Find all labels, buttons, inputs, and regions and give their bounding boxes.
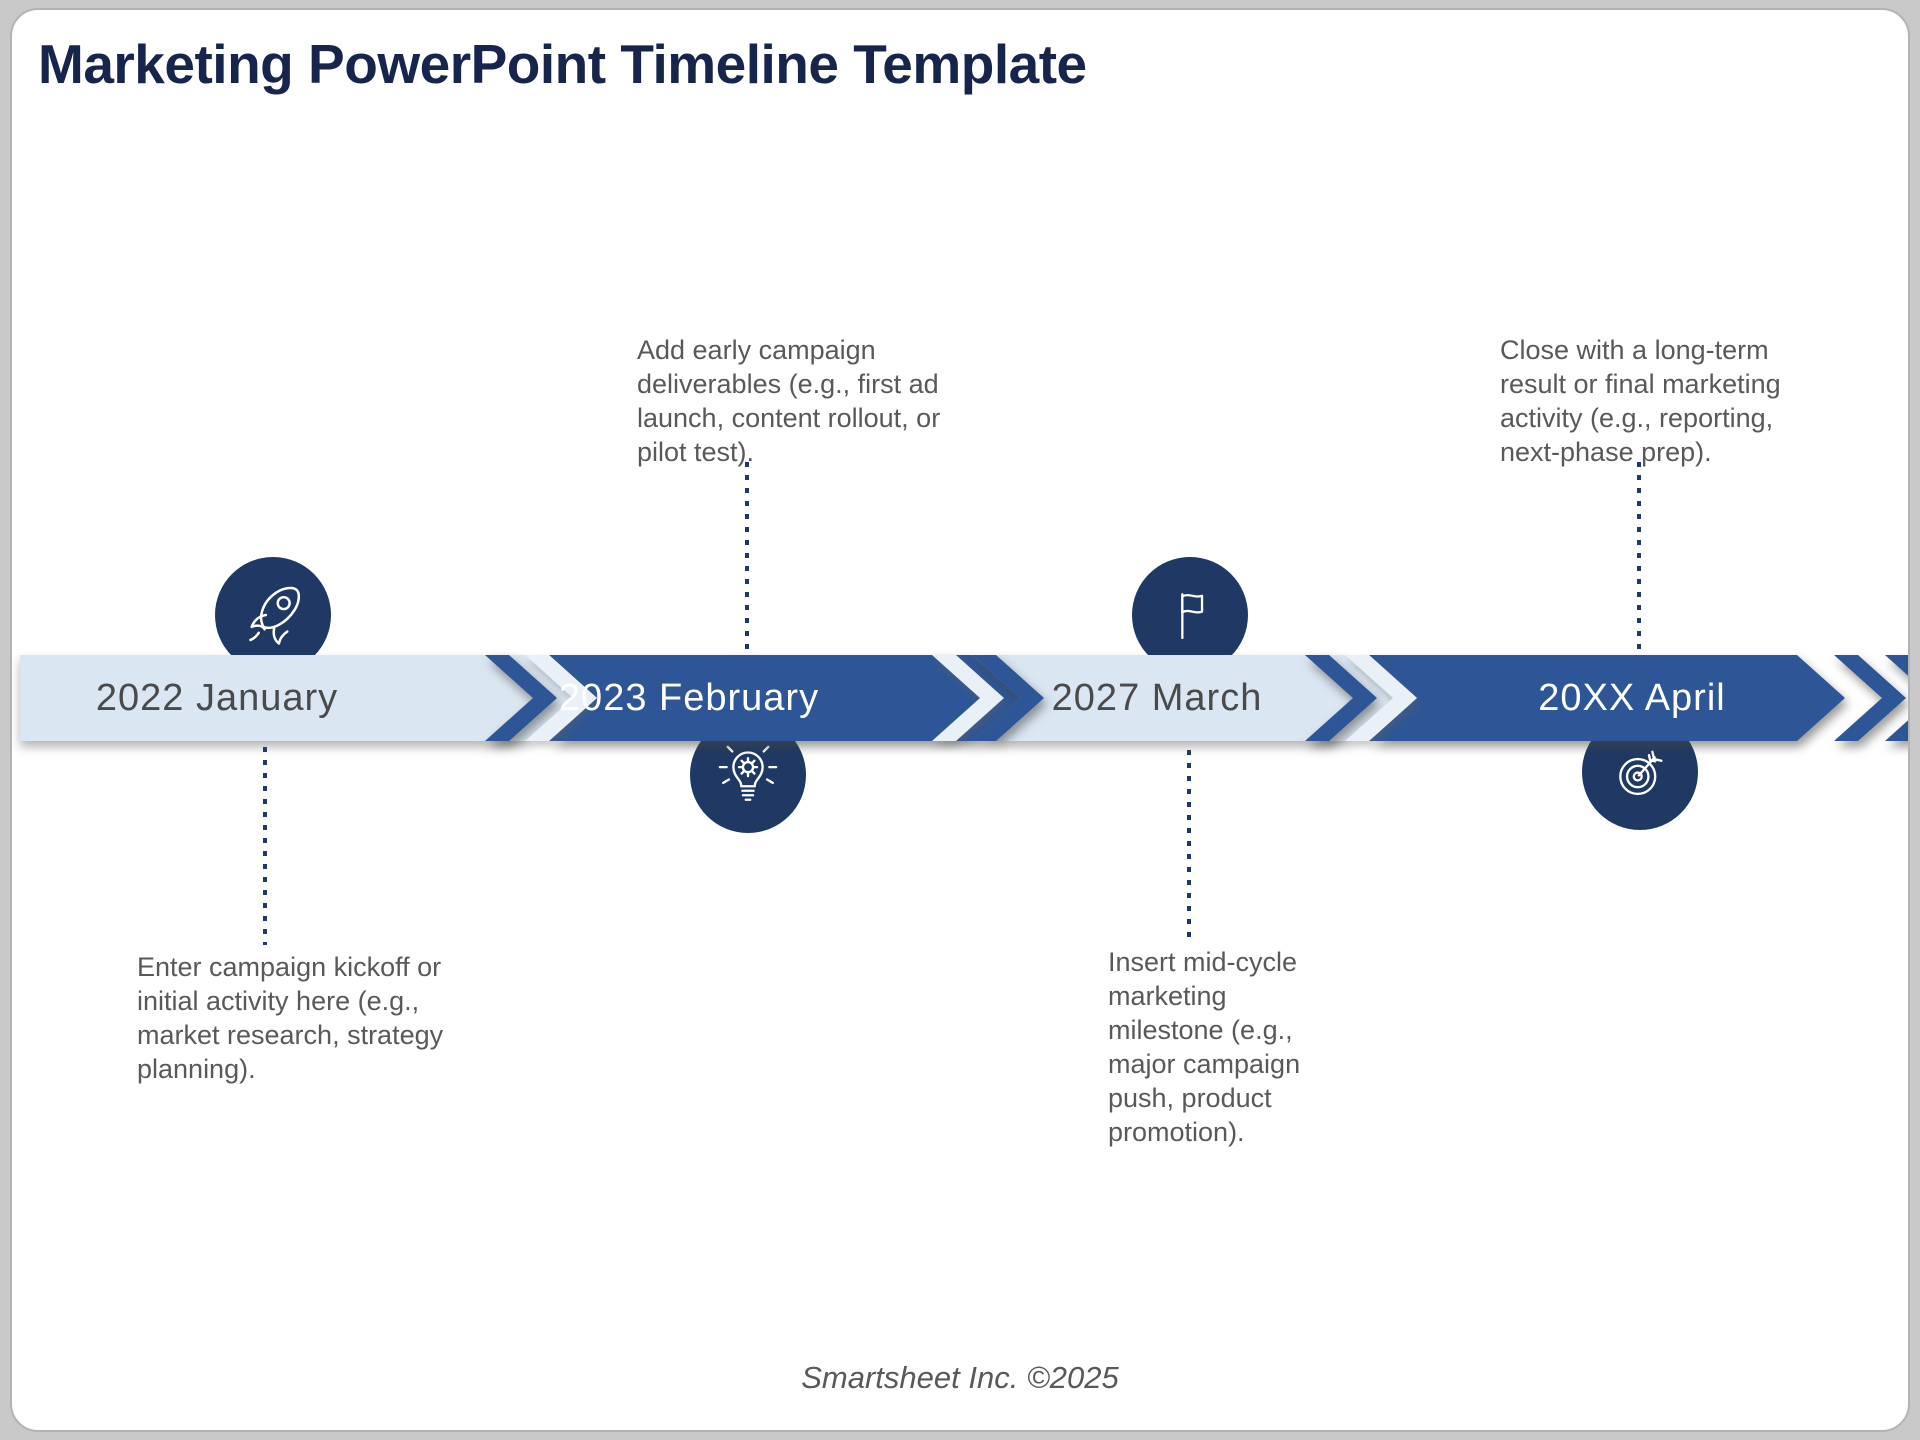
milestone-label-march: 2027 March xyxy=(1051,677,1263,719)
dotted-connector-january xyxy=(263,747,267,945)
chevron-icon xyxy=(932,655,1004,741)
chevron-icon xyxy=(1834,655,1906,741)
chevron-icon xyxy=(972,655,1044,741)
chevron-icon xyxy=(1345,655,1417,741)
milestone-label-february: 2023 February xyxy=(558,677,820,719)
chevron-icon xyxy=(1305,655,1377,741)
milestone-badge-march xyxy=(1132,557,1248,673)
flag-icon xyxy=(1181,593,1204,640)
lightbulb-gear-icon xyxy=(718,745,778,801)
chevron-icon xyxy=(485,655,557,741)
milestone-note-january: Enter campaign kickoff or initial activi… xyxy=(137,952,444,1084)
dotted-connector-february xyxy=(745,462,749,655)
milestone-note-april: Close with a long-term result or final m… xyxy=(1500,335,1781,467)
milestone-note-march: Insert mid-cycle marketing milestone (e.… xyxy=(1108,947,1301,1147)
chevron-icon xyxy=(1885,655,1908,741)
slide: Marketing PowerPoint Timeline Template A… xyxy=(10,8,1910,1432)
page-title: Marketing PowerPoint Timeline Template xyxy=(38,33,1087,95)
footer-credit: Smartsheet Inc. ©2025 xyxy=(801,1360,1119,1395)
target-icon xyxy=(1619,750,1663,796)
milestone-label-january: 2022 January xyxy=(95,677,339,719)
milestone-note-february: Add early campaign deliverables (e.g., f… xyxy=(637,335,941,467)
rocket-icon xyxy=(249,586,301,645)
dotted-connector-april xyxy=(1637,462,1641,655)
milestone-label-april: 20XX April xyxy=(1538,677,1726,719)
dotted-connector-march xyxy=(1187,750,1191,940)
milestone-badge-january xyxy=(215,557,331,673)
